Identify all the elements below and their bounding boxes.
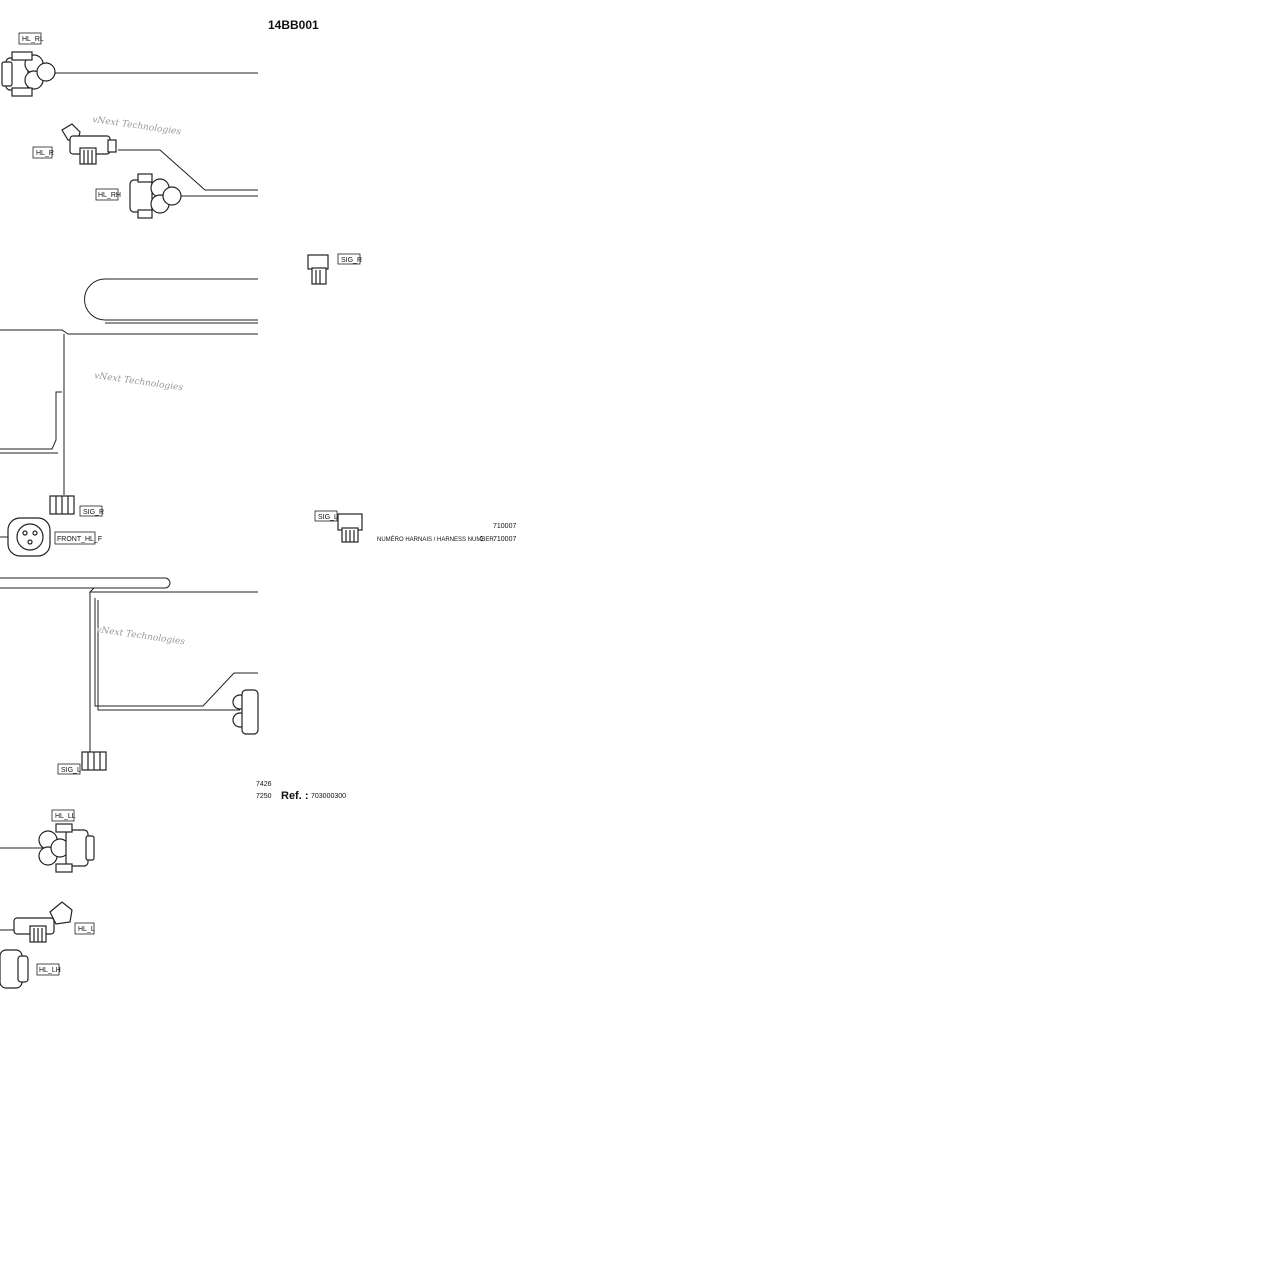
svg-text:HL_R: HL_R [36, 150, 54, 157]
connector-hl-rl-icon [1, 51, 56, 97]
connector-hl-ll-icon [38, 823, 95, 873]
connector-sig-r-icon [49, 495, 75, 515]
tag-sig-r: SIG_R [79, 505, 104, 517]
tag-hl-ll: HL_LL [51, 809, 76, 822]
wire-hl-r [118, 149, 258, 191]
svg-text:HL_RH: HL_RH [98, 192, 121, 199]
svg-text:HL_LH: HL_LH [39, 967, 61, 974]
ref-value: 703000300 [311, 793, 346, 800]
wire-trunk-main [0, 329, 258, 335]
connector-sig-l-mid-icon [337, 513, 363, 543]
watermark-top: vNext Technologies [92, 115, 182, 137]
svg-text:HL_LL: HL_LL [55, 813, 76, 820]
wire-group [0, 72, 258, 931]
ref-label: Ref. : [281, 790, 309, 802]
tag-sig-l-mid: SIG_L [314, 510, 338, 522]
svg-text:HL_RL: HL_RL [22, 36, 44, 43]
tag-hl-lh: HL_LH [36, 963, 61, 976]
svg-text:FRONT_HL_F: FRONT_HL_F [57, 536, 102, 543]
connector-front-hl-icon [7, 517, 51, 557]
tag-hl-rl: HL_RL [18, 32, 44, 45]
tag-front-hl: FRONT_HL_F [54, 531, 102, 545]
harness-number-value: 710007 [493, 536, 516, 543]
connector-hl-lh-icon [0, 949, 29, 989]
connector-sig-r-top-icon [307, 254, 329, 285]
connector-shapes [0, 51, 363, 989]
wire-lower-trunk [88, 587, 258, 593]
svg-text:SIG_R: SIG_R [341, 257, 362, 264]
connector-tags: HL_RL HL_R HL_RH SIG_R SIG_R FRONT_HL_F … [18, 32, 362, 976]
tag-hl-rh: HL_RH [95, 188, 121, 201]
harness-number-label: NUMÉRO HARNAIS / HARNESS NUMBER [377, 536, 494, 543]
connector-hl-l-icon [13, 901, 73, 943]
svg-text:SIG_R: SIG_R [83, 509, 104, 516]
tag-hl-l: HL_L [74, 922, 95, 935]
connector-hl-r-icon [61, 123, 117, 165]
wire-hl-ll-route [94, 598, 258, 707]
code-b: 7250 [256, 793, 272, 800]
wire-lower-loop [0, 577, 171, 589]
connector-lower-right-icon [232, 689, 259, 735]
wire-hl-ll-route-b [97, 600, 240, 711]
wire-trunk-loop [84, 278, 258, 321]
svg-text:SIG_L: SIG_L [318, 514, 338, 521]
watermark-mid: vNext Technologies [94, 371, 184, 393]
svg-text:SIG_L: SIG_L [61, 767, 81, 774]
watermark-low: vNext Technologies [96, 625, 186, 647]
connector-sig-l-icon [81, 751, 107, 771]
svg-text:HL_L: HL_L [78, 926, 95, 933]
harness-number-top: 710007 [493, 523, 516, 530]
tag-hl-r: HL_R [32, 146, 54, 159]
connector-hl-rh-icon [129, 173, 182, 219]
drawing-code: 14BB001 [268, 18, 319, 32]
tag-sig-l: SIG_L [57, 763, 81, 775]
harness-number-colon: : [480, 533, 483, 543]
code-a: 7426 [256, 781, 272, 788]
tag-sig-r-top: SIG_R [337, 253, 362, 265]
wire-branch-left [0, 391, 62, 450]
